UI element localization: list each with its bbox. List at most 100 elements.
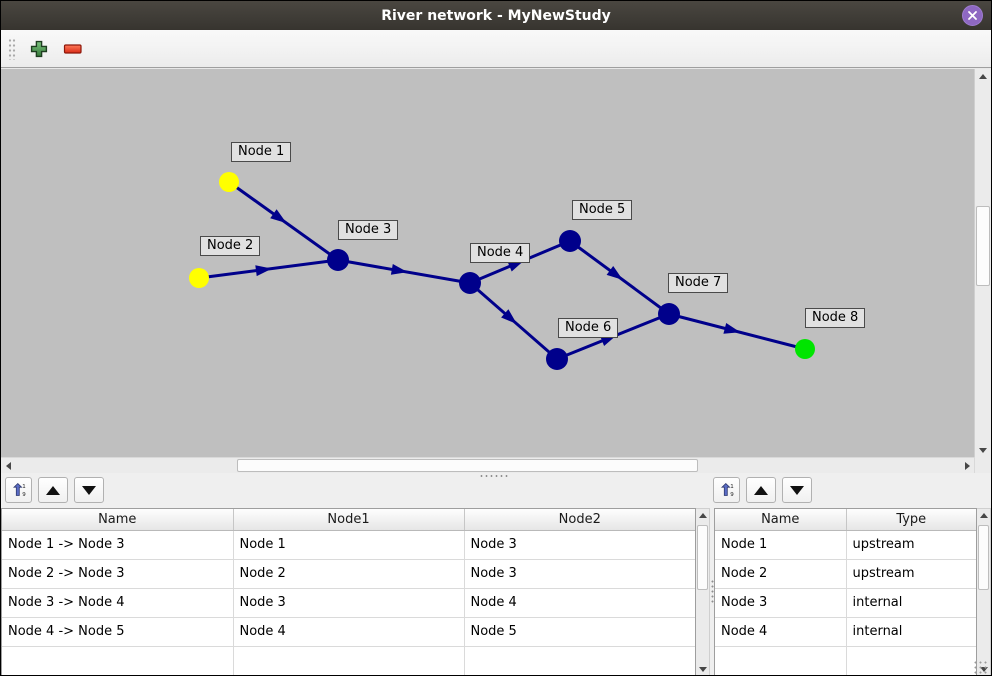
toolbar-grip[interactable] [8,37,16,60]
table-cell[interactable]: Node 3 [464,559,695,589]
column-header-node1[interactable]: Node1 [233,509,465,531]
table-cell[interactable]: upstream [846,559,976,589]
sort-nodes-button[interactable]: 1 9 [713,477,740,503]
edge-arrow-icon [606,266,623,280]
pane-splitter-handle[interactable] [479,474,509,478]
links-table-scrollbar[interactable] [696,508,710,675]
move-up-button[interactable] [746,477,776,503]
scrollbar-corner [974,457,991,473]
table-cell[interactable]: Node 1 [233,530,465,560]
canvas-vertical-scrollbar[interactable] [974,69,991,457]
nodes-table-header-row: Name Type [715,509,976,531]
svg-text:1: 1 [22,484,26,490]
node-label: Node 1 [231,142,292,162]
column-header-type[interactable]: Type [846,509,976,531]
nodes-table-buttons: 1 9 [713,477,812,503]
down-arrow-icon [698,666,707,672]
down-arrow-icon [979,447,987,453]
scroll-thumb[interactable] [237,459,698,472]
resize-grip[interactable] [973,659,988,675]
svg-text:1: 1 [730,484,734,490]
table-cell[interactable]: Node 3 [715,588,847,618]
scroll-track[interactable] [696,522,709,663]
table-cell[interactable]: internal [846,617,976,647]
node-node-6[interactable] [546,348,568,370]
table-row[interactable] [2,646,695,675]
node-node-3[interactable] [327,249,349,271]
scroll-left-button[interactable] [1,458,15,473]
column-header-node2[interactable]: Node2 [464,509,695,531]
table-splitter[interactable] [710,508,714,675]
table-cell[interactable]: Node 4 [233,617,465,647]
node-node-1[interactable] [219,172,239,192]
table-cell[interactable]: Node 4 [715,617,847,647]
table-cell[interactable]: Node 3 [233,588,465,618]
table-cell[interactable] [464,646,695,675]
table-cell[interactable]: Node 2 [233,559,465,589]
table-cell[interactable]: Node 4 [464,588,695,618]
scroll-up-button[interactable] [696,509,709,522]
table-cell[interactable] [846,646,976,675]
node-node-8[interactable] [795,339,815,359]
close-button[interactable] [962,5,983,26]
scroll-track[interactable] [975,83,991,443]
table-cell[interactable]: upstream [846,530,976,560]
add-node-button[interactable] [26,36,52,62]
move-down-button[interactable] [74,477,104,503]
table-cell[interactable]: Node 2 -> Node 3 [2,559,234,589]
window-title: River network - MyNewStudy [381,7,611,24]
scroll-thumb[interactable] [976,206,990,286]
table-cell[interactable]: Node 3 [464,530,695,560]
nodes-table-scrollbar[interactable] [977,508,991,675]
scroll-down-button[interactable] [696,662,709,675]
table-cell[interactable]: Node 3 -> Node 4 [2,588,234,618]
scroll-track[interactable] [15,458,960,473]
scroll-track[interactable] [977,522,990,663]
canvas-horizontal-scrollbar[interactable] [1,457,974,473]
table-cell[interactable]: Node 1 -> Node 3 [2,530,234,560]
move-up-button[interactable] [38,477,68,503]
sort-links-button[interactable]: 1 9 [5,477,32,503]
table-cell[interactable] [233,646,465,675]
scroll-down-button[interactable] [975,443,991,457]
table-cell[interactable]: Node 2 [715,559,847,589]
scroll-up-button[interactable] [975,69,991,83]
table-cell[interactable]: Node 5 [464,617,695,647]
node-node-5[interactable] [559,230,581,252]
node-label: Node 2 [200,236,261,256]
scroll-thumb[interactable] [978,525,989,590]
node-node-2[interactable] [189,268,209,288]
table-cell[interactable]: Node 1 [715,530,847,560]
table-row[interactable] [715,646,976,675]
table-cell[interactable]: Node 4 -> Node 5 [2,617,234,647]
scroll-up-button[interactable] [977,509,990,522]
titlebar[interactable]: River network - MyNewStudy [1,1,991,30]
move-down-button[interactable] [782,477,812,503]
node-label: Node 3 [338,220,399,240]
node-node-7[interactable] [658,303,680,325]
node-node-4[interactable] [459,272,481,294]
column-header-name[interactable]: Name [2,509,234,531]
scroll-right-button[interactable] [960,458,974,473]
column-header-name[interactable]: Name [715,509,847,531]
right-arrow-icon [964,461,970,470]
table-cell[interactable] [715,646,847,675]
remove-node-button[interactable] [60,36,86,62]
table-cell[interactable] [2,646,234,675]
table-cell[interactable]: internal [846,588,976,618]
scroll-thumb[interactable] [697,525,708,590]
edge-arrow-icon [723,323,741,334]
sort-icon: 1 9 [12,483,26,498]
